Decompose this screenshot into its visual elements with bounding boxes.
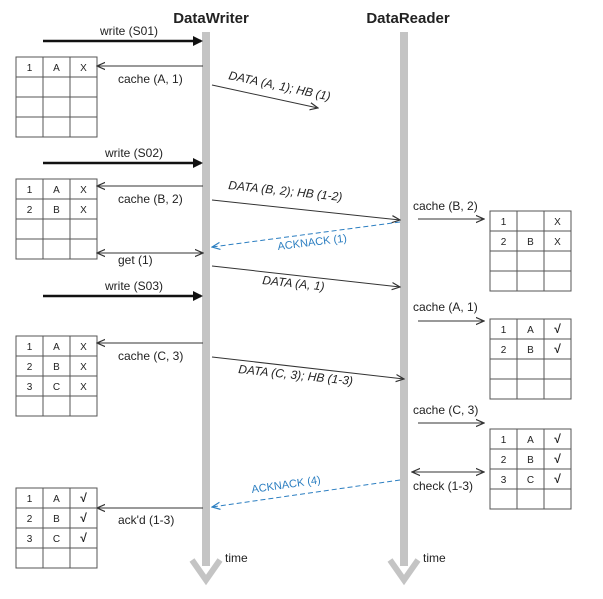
table-cell: 2: [501, 455, 507, 466]
table-cell: X: [80, 342, 87, 353]
reader-history-3: 1 A √ 2 B √ 3 C √: [489, 428, 572, 510]
table-cell: 1: [501, 435, 507, 446]
acknack-1-label: ACKNACK (1): [277, 233, 348, 253]
table-cell: √: [80, 511, 87, 525]
data-a1-arrow: [211, 265, 400, 287]
datawriter-lifeline: [189, 32, 223, 586]
table-cell: X: [80, 185, 87, 196]
table-cell: X: [80, 205, 87, 216]
writer-history-3: 1 A X 2 B X 3 C X: [15, 335, 98, 417]
table-cell: √: [80, 531, 87, 545]
table-cell: √: [554, 452, 561, 466]
table-cell: √: [554, 322, 561, 336]
data-c3-hb13-arrow: [211, 356, 404, 379]
ackd-13-label: ack'd (1-3): [118, 513, 174, 527]
reader-history-2: 1 A √ 2 B √: [489, 318, 572, 400]
table-cell: A: [53, 63, 60, 74]
table-cell: B: [527, 237, 534, 248]
table-cell: B: [527, 455, 534, 466]
table-cell: X: [80, 382, 87, 393]
data-c3-hb13-label: DATA (C, 3); HB (1-3): [238, 362, 354, 388]
writer-history-2: 1 A X 2 B X: [15, 178, 98, 260]
datawriter-header: DataWriter: [173, 10, 249, 27]
table-cell: A: [53, 185, 60, 196]
table-cell: B: [53, 205, 60, 216]
data-b2-hb12-arrow: [211, 199, 400, 220]
table-cell: √: [554, 432, 561, 446]
table-cell: 1: [27, 342, 33, 353]
table-cell: B: [53, 514, 60, 525]
table-cell: 2: [27, 205, 33, 216]
data-a1-hb1-label: DATA (A, 1); HB (1): [227, 68, 331, 103]
cache-b2-writer-label: cache (B, 2): [118, 192, 183, 206]
table-cell: C: [527, 475, 534, 486]
table-cell: 2: [27, 514, 33, 525]
table-cell: 1: [27, 63, 33, 74]
table-cell: 2: [501, 237, 507, 248]
table-cell: 1: [501, 325, 507, 336]
table-cell: 2: [27, 362, 33, 373]
table-cell: A: [527, 325, 534, 336]
table-cell: 3: [27, 382, 33, 393]
datareader-lifeline: [387, 32, 421, 586]
write-s03-label: write (S03): [104, 279, 163, 293]
check-13-label: check (1-3): [413, 479, 473, 493]
cache-b2-reader-label: cache (B, 2): [413, 199, 478, 213]
datareader-header: DataReader: [366, 10, 450, 27]
table-cell: C: [53, 534, 60, 545]
table-cell: A: [527, 435, 534, 446]
cache-a1-reader-label: cache (A, 1): [413, 300, 478, 314]
get-1-label: get (1): [118, 253, 153, 267]
table-cell: √: [554, 472, 561, 486]
table-cell: √: [80, 491, 87, 505]
table-cell: X: [80, 63, 87, 74]
table-cell: A: [53, 494, 60, 505]
table-cell: 2: [501, 345, 507, 356]
table-cell: B: [53, 362, 60, 373]
table-cell: 1: [27, 494, 33, 505]
table-cell: 3: [27, 534, 33, 545]
data-a1-label: DATA (A, 1): [262, 273, 326, 293]
table-cell: B: [527, 345, 534, 356]
table-cell: C: [53, 382, 60, 393]
cache-a1-writer-label: cache (A, 1): [118, 72, 183, 86]
writer-history-1: 1 A X: [15, 56, 98, 138]
cache-c3-writer-label: cache (C, 3): [118, 349, 183, 363]
table-cell: 3: [501, 475, 507, 486]
reader-time-label: time: [423, 551, 446, 565]
write-s02-label: write (S02): [104, 146, 163, 160]
data-b2-hb12-label: DATA (B, 2); HB (1-2): [228, 178, 343, 204]
cache-c3-reader-label: cache (C, 3): [413, 403, 478, 417]
writer-history-4: 1 A √ 2 B √ 3 C √: [15, 487, 98, 569]
table-cell: A: [53, 342, 60, 353]
write-s01-label: write (S01): [99, 24, 158, 38]
table-cell: X: [554, 237, 561, 248]
data-a1-hb1-arrow: [211, 84, 318, 108]
table-cell: 1: [501, 217, 507, 228]
table-cell: √: [554, 342, 561, 356]
writer-time-label: time: [225, 551, 248, 565]
table-cell: 1: [27, 185, 33, 196]
table-cell: X: [80, 362, 87, 373]
table-cell: X: [554, 217, 561, 228]
